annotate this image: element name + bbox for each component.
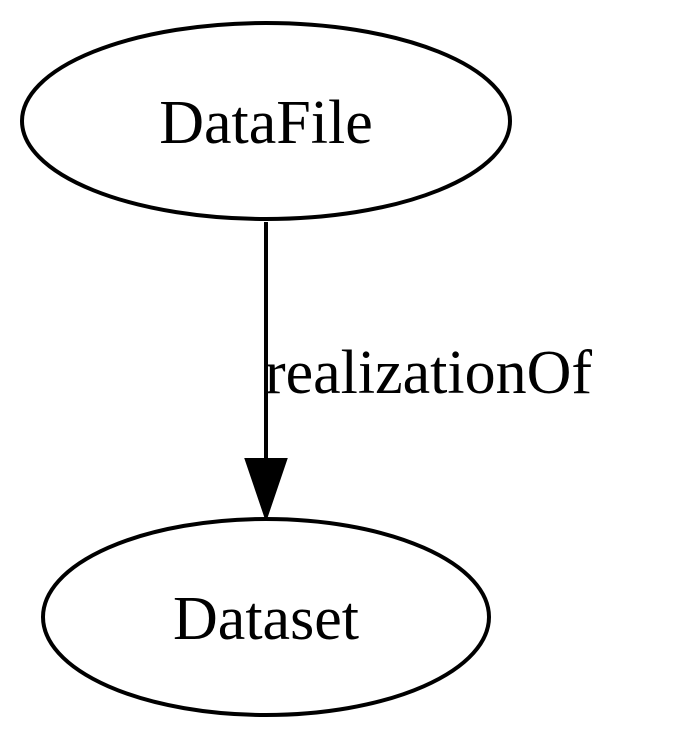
edge-arrowhead	[244, 458, 288, 523]
node-datafile-label: DataFile	[159, 89, 373, 157]
node-dataset-ellipse	[41, 517, 491, 717]
node-datafile[interactable]: DataFile	[20, 21, 512, 221]
node-dataset-label: Dataset	[173, 585, 359, 653]
edge-label: realizationOf	[265, 339, 592, 407]
node-dataset[interactable]: Dataset	[41, 517, 491, 717]
edge-realizationof[interactable]: realizationOf	[244, 222, 592, 523]
node-datafile-ellipse	[20, 21, 512, 221]
